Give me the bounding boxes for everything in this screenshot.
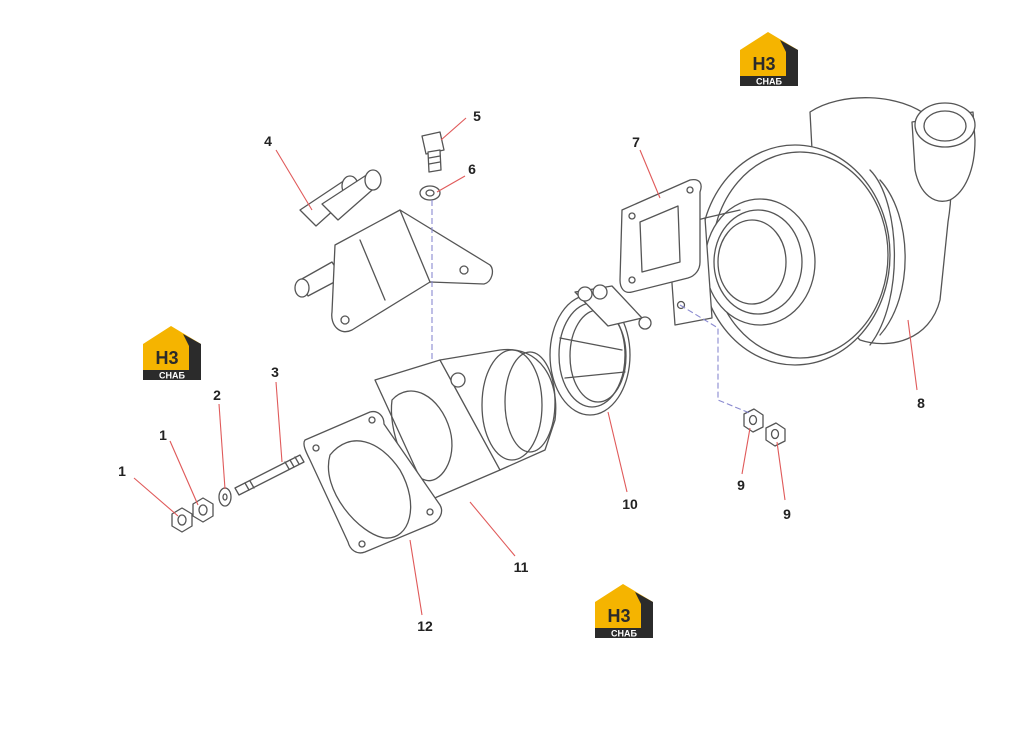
logo-caption-text: CHAБ	[159, 371, 185, 381]
part-1-nut-a	[171, 507, 193, 533]
callout-6: 6	[468, 161, 476, 177]
callout-9b: 9	[783, 506, 791, 522]
callout-12: 12	[417, 618, 433, 634]
part-3-stud	[234, 454, 305, 496]
logo-badge-text: H3	[752, 54, 775, 74]
callout-5: 5	[473, 108, 481, 124]
part-2-washer	[218, 487, 232, 507]
part-4-bracket	[294, 169, 494, 333]
part-12-gasket	[303, 410, 443, 554]
callout-9a: 9	[737, 477, 745, 493]
part-9-nut-b	[765, 422, 786, 447]
watermark-logo-bottom: H3 CHAБ	[595, 584, 653, 639]
watermark-logo-left: H3 CHAБ	[143, 326, 201, 381]
part-5-bolt	[421, 131, 445, 173]
callout-4: 4	[264, 133, 272, 149]
watermark-logo-top: H3 CHAБ	[740, 32, 798, 87]
callout-11: 11	[514, 559, 529, 575]
logo-caption-text: CHAБ	[611, 629, 637, 639]
callout-1b: 1	[159, 427, 167, 443]
assembly-centerlines	[431, 200, 753, 415]
callout-2: 2	[213, 387, 221, 403]
part-8-turbocharger	[667, 97, 976, 366]
leader-lines	[133, 117, 918, 616]
part-6-washer	[419, 185, 441, 201]
logo-badge-text: H3	[155, 348, 178, 368]
callout-10: 10	[622, 496, 638, 512]
callout-7: 7	[632, 134, 640, 150]
callout-8: 8	[917, 395, 925, 411]
callout-1a: 1	[118, 463, 126, 479]
part-9-nut-a	[743, 408, 764, 433]
logo-badge-text: H3	[607, 606, 630, 626]
callout-labels: 1 1 2 3 4 5 6 7 8 9 9 10 11 12	[118, 108, 925, 634]
part-10-clamp	[549, 284, 652, 416]
logo-caption-text: CHAБ	[756, 77, 782, 87]
callout-3: 3	[271, 364, 279, 380]
part-7-gasket	[619, 178, 702, 294]
